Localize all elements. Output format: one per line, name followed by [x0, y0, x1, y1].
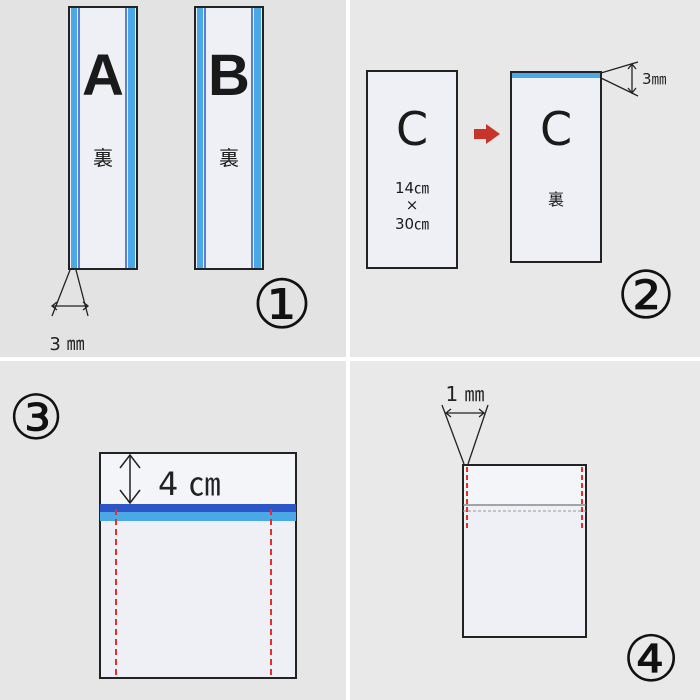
seam-allowance-callout	[50, 269, 90, 317]
piece-a: A 裏	[68, 6, 138, 270]
step-arrow	[474, 124, 500, 144]
arrow-shaft	[474, 129, 486, 139]
stitch-callout-left-leg	[441, 404, 465, 465]
piece-c-folded-letter: C	[540, 102, 572, 156]
piece-c-hem-band	[512, 73, 600, 78]
step-4-number: ④	[622, 623, 679, 697]
hem-arrow-top	[627, 62, 637, 70]
step-4-panel: 1 ㎜ ④	[350, 361, 700, 700]
finished-bag	[462, 464, 587, 638]
fold-edge-dark	[100, 504, 296, 512]
stitch-width-label: 1 ㎜	[445, 382, 484, 406]
piece-b-right-edge	[254, 8, 261, 268]
hem-label: 3㎜	[642, 70, 667, 88]
piece-c-width: 14㎝	[395, 179, 429, 197]
fold-arrow-top	[119, 453, 141, 469]
fold-depth-callout	[119, 453, 141, 505]
callout-arrow-right	[82, 301, 90, 311]
piece-a-right-edge	[128, 8, 135, 268]
step-4-diagram: 1 ㎜ ④	[441, 382, 680, 697]
step-1-diagram: A 裏 B 裏 3 ㎜ ①	[49, 6, 313, 355]
piece-c-height: 30㎝	[395, 215, 429, 233]
stitch-arrow-right	[478, 408, 486, 418]
hem-callout	[600, 61, 639, 97]
callout-arrow-left	[50, 301, 58, 311]
step-2-diagram: C 14㎝ × 30㎝ C 裏 3㎜ ②	[366, 61, 676, 334]
piece-c-fabric	[366, 70, 458, 269]
callout-right-leg	[75, 269, 89, 317]
piece-b-letter: B	[208, 43, 250, 108]
hem-arrow-bottom	[627, 87, 637, 95]
piece-c-folded-fabric	[510, 71, 602, 263]
step-1-panel: A 裏 B 裏 3 ㎜ ①	[0, 0, 346, 357]
step-2-panel: C 14㎝ × 30㎝ C 裏 3㎜ ②	[350, 0, 700, 357]
piece-c-times: ×	[406, 196, 419, 214]
piece-c-folded: C 裏	[510, 71, 602, 263]
piece-b-side-label: 裏	[219, 146, 239, 170]
stitch-width-callout	[441, 404, 489, 465]
piece-c-letter: C	[396, 102, 428, 156]
piece-a-left-edge	[71, 8, 77, 268]
seam-allowance-label: 3 ㎜	[49, 334, 84, 355]
stitch-arrow-left	[444, 408, 452, 418]
step-3-diagram: ③ 4 ㎝	[8, 381, 297, 679]
piece-b: B 裏	[194, 6, 264, 270]
piece-a-side-label: 裏	[93, 146, 113, 170]
finished-bag-flap	[464, 466, 585, 504]
folded-top-flap	[101, 454, 295, 504]
fold-edge-light	[100, 512, 296, 521]
step-3-panel: ③ 4 ㎝	[0, 361, 346, 700]
callout-left-leg	[51, 269, 71, 317]
fold-arrow-bottom	[119, 489, 141, 505]
piece-c-folded-side-label: 裏	[548, 190, 564, 209]
piece-c-flat: C 14㎝ × 30㎝	[366, 70, 458, 269]
arrow-head	[486, 124, 500, 144]
stitch-callout-right-leg	[467, 404, 489, 465]
piece-b-left-edge	[197, 8, 203, 268]
fold-depth-label: 4 ㎝	[158, 465, 221, 503]
bag-body	[99, 452, 297, 679]
step-3-number: ③	[8, 381, 64, 454]
step-1-number: ①	[252, 266, 313, 345]
step-2-number: ②	[616, 257, 675, 334]
piece-a-letter: A	[82, 43, 124, 108]
